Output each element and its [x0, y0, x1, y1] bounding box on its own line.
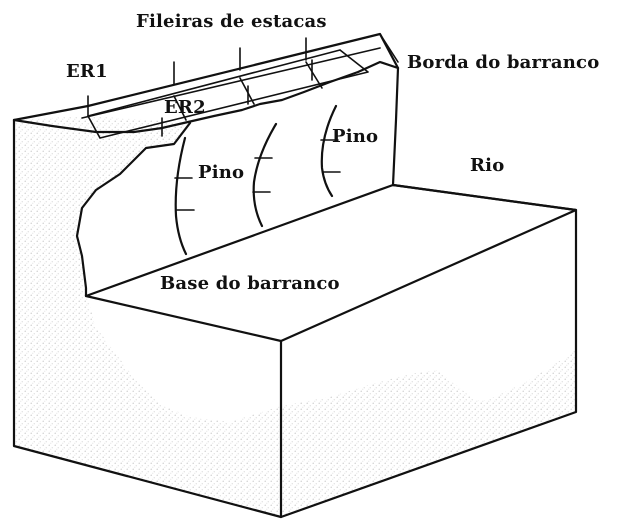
stake-rows-label: Fileiras de estacas	[136, 11, 327, 32]
bank-face-contour-middle	[252, 122, 278, 228]
bank-face-contour-left	[174, 136, 188, 256]
pin-right-label: Pino	[332, 126, 379, 147]
bank-face-left-profile	[75, 121, 192, 298]
er1-label: ER1	[66, 61, 108, 82]
bank-top-inner-edge	[81, 47, 381, 119]
pin-left-label: Pino	[198, 162, 245, 183]
bank-base-label: Base do barranco	[160, 273, 340, 294]
eroded-bank-face	[12, 60, 400, 134]
bank-edge-line	[379, 33, 399, 63]
front-soil-face	[281, 350, 576, 517]
left-soil-face	[14, 116, 281, 517]
bank-top-surface	[12, 32, 400, 187]
bank-face-contour-right	[320, 104, 338, 198]
bank-base-surface	[84, 183, 578, 343]
river-label: Rio	[470, 155, 505, 176]
bank-edge-label: Borda do barranco	[407, 52, 600, 73]
er2-label: ER2	[164, 97, 206, 118]
stake-grid	[87, 49, 369, 139]
